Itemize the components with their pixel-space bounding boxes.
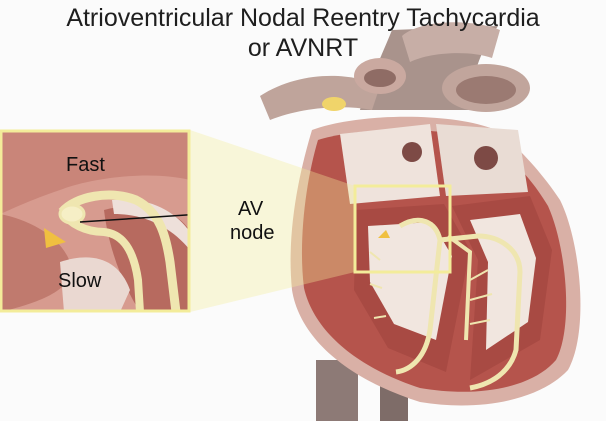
av-node-label-line-2: node: [230, 222, 275, 244]
diagram-title-line-1: Atrioventricular Nodal Reentry Tachycard…: [66, 4, 540, 32]
heart-body: [290, 97, 581, 406]
diagram-title-line-2: or AVNRT: [247, 34, 359, 62]
inset-zoom-view: [0, 129, 191, 313]
av-node-label-line-1: AV: [238, 198, 264, 220]
fast-pathway-label: Fast: [66, 154, 105, 176]
zoom-projection: [190, 130, 355, 312]
slow-pathway-label: Slow: [58, 270, 102, 292]
zoom-source-box: [353, 184, 452, 274]
inset-frame: [0, 129, 191, 313]
